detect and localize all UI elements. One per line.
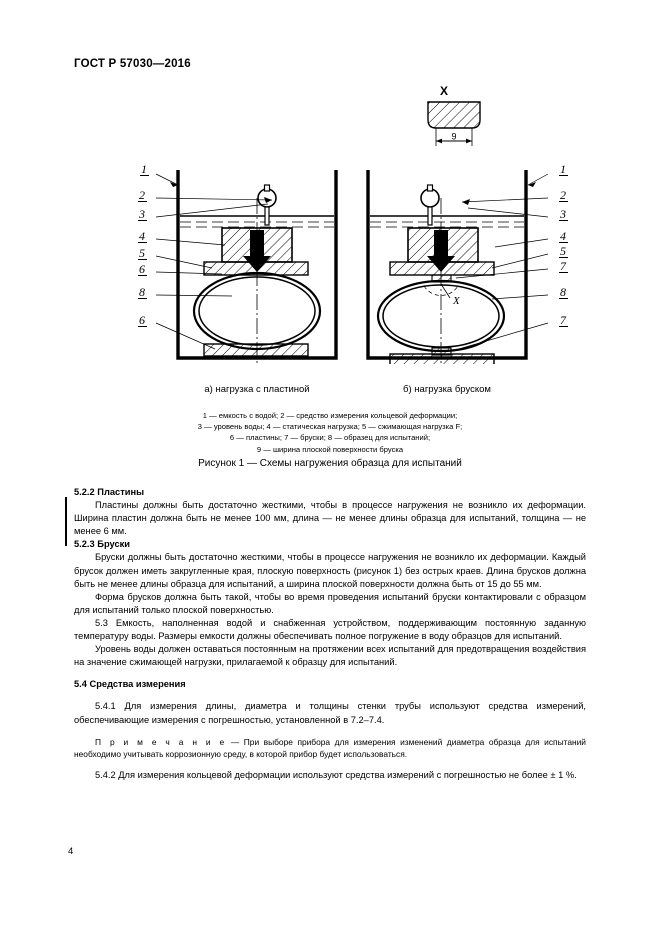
heading-5-2-2: 5.2.2 Пластины <box>74 487 145 497</box>
spacer-2 <box>74 691 586 700</box>
scheme-a-plate-loading <box>172 168 342 364</box>
scheme-b-bar-loading: X <box>362 168 532 366</box>
legend-line-4: 9 — ширина плоской поверхности бруска <box>256 444 404 454</box>
callout-left-5: 5 <box>138 246 147 260</box>
callout-left-6: 6 <box>138 262 147 276</box>
legend-line-2: 3 — уровень воды; 4 — статическая нагруз… <box>197 422 463 432</box>
note-label: П р и м е ч а н и е <box>95 736 227 747</box>
detail-view-x: X 9 <box>418 84 498 156</box>
callout-right-3: 3 <box>559 207 568 221</box>
paragraph-5-2-3-b: Форма брусков должна быть такой, чтобы в… <box>74 591 586 615</box>
spacer-4 <box>74 760 586 769</box>
body-text: 5.2.2 Пластины Пластины должны быть дост… <box>74 486 586 782</box>
paragraph-5-2-3-a: Бруски должны быть достаточно жесткими, … <box>74 552 586 589</box>
paragraph-5-4-2: 5.4.2 Для измерения кольцевой деформации… <box>95 770 577 780</box>
detail-x-drawing: 9 <box>427 101 481 146</box>
callout-left-6b: 6 <box>138 313 147 327</box>
callout-left-3: 3 <box>138 207 147 221</box>
figure-caption: Рисунок 1 — Схемы нагружения образца для… <box>198 458 462 469</box>
scheme-b-drawing: X <box>366 170 528 366</box>
figure-legend: 1 — емкость с водой; 2 — средство измере… <box>110 410 550 455</box>
callout-left-2: 2 <box>138 188 147 202</box>
paragraph-5-3-b: Уровень воды должен оставаться постоянны… <box>74 644 586 668</box>
spacer-1 <box>74 669 586 678</box>
callout-right-7: 7 <box>559 259 568 273</box>
callout-left-1: 1 <box>140 162 149 176</box>
paragraph-5-4-1: 5.4.1 Для измерения длины, диаметра и то… <box>74 701 586 725</box>
paragraph-5-2-2: Пластины должны быть достаточно жесткими… <box>74 500 586 537</box>
callout-right-1: 1 <box>559 162 568 176</box>
spacer-3 <box>74 727 586 736</box>
standard-header: ГОСТ Р 57030—2016 <box>74 58 191 70</box>
callout-right-8: 8 <box>559 285 568 299</box>
legend-line-1: 1 — емкость с водой; 2 — средство измере… <box>202 411 458 420</box>
callout-left-4: 4 <box>138 229 147 243</box>
detail-marker-x-label: X <box>452 295 461 307</box>
heading-5-4: 5.4 Средства измерения <box>74 679 186 690</box>
callout-left-8: 8 <box>138 285 147 299</box>
legend-line-3: 6 — пластины; 7 — бруски; 8 — образец дл… <box>229 433 431 443</box>
note-block: П р и м е ч а н и е — При выборе прибора… <box>74 736 586 760</box>
scheme-b-caption: б) нагрузка бруском <box>403 384 491 395</box>
callout-right-2: 2 <box>559 188 568 202</box>
callout-right-5: 5 <box>559 244 568 258</box>
note-text: — При выборе прибора для измерения измен… <box>74 736 586 759</box>
heading-5-2-3: 5.2.3 Бруски <box>74 539 130 550</box>
figure-1: X 9 1 2 3 4 5 6 <box>0 84 661 484</box>
revision-change-bar <box>65 497 67 546</box>
callout-right-4: 4 <box>559 229 568 243</box>
detail-dimension-value: 9 <box>451 132 456 142</box>
callout-right-7b: 7 <box>559 313 568 327</box>
scheme-a-drawing <box>176 170 338 364</box>
detail-x-label: X <box>440 84 449 98</box>
scheme-a-caption: а) нагрузка с пластиной <box>204 384 310 395</box>
paragraph-5-3-a: 5.3 Емкость, наполненная водой и снабжен… <box>74 617 586 642</box>
page-number: 4 <box>68 846 74 857</box>
figure-leader-lines <box>155 173 549 352</box>
